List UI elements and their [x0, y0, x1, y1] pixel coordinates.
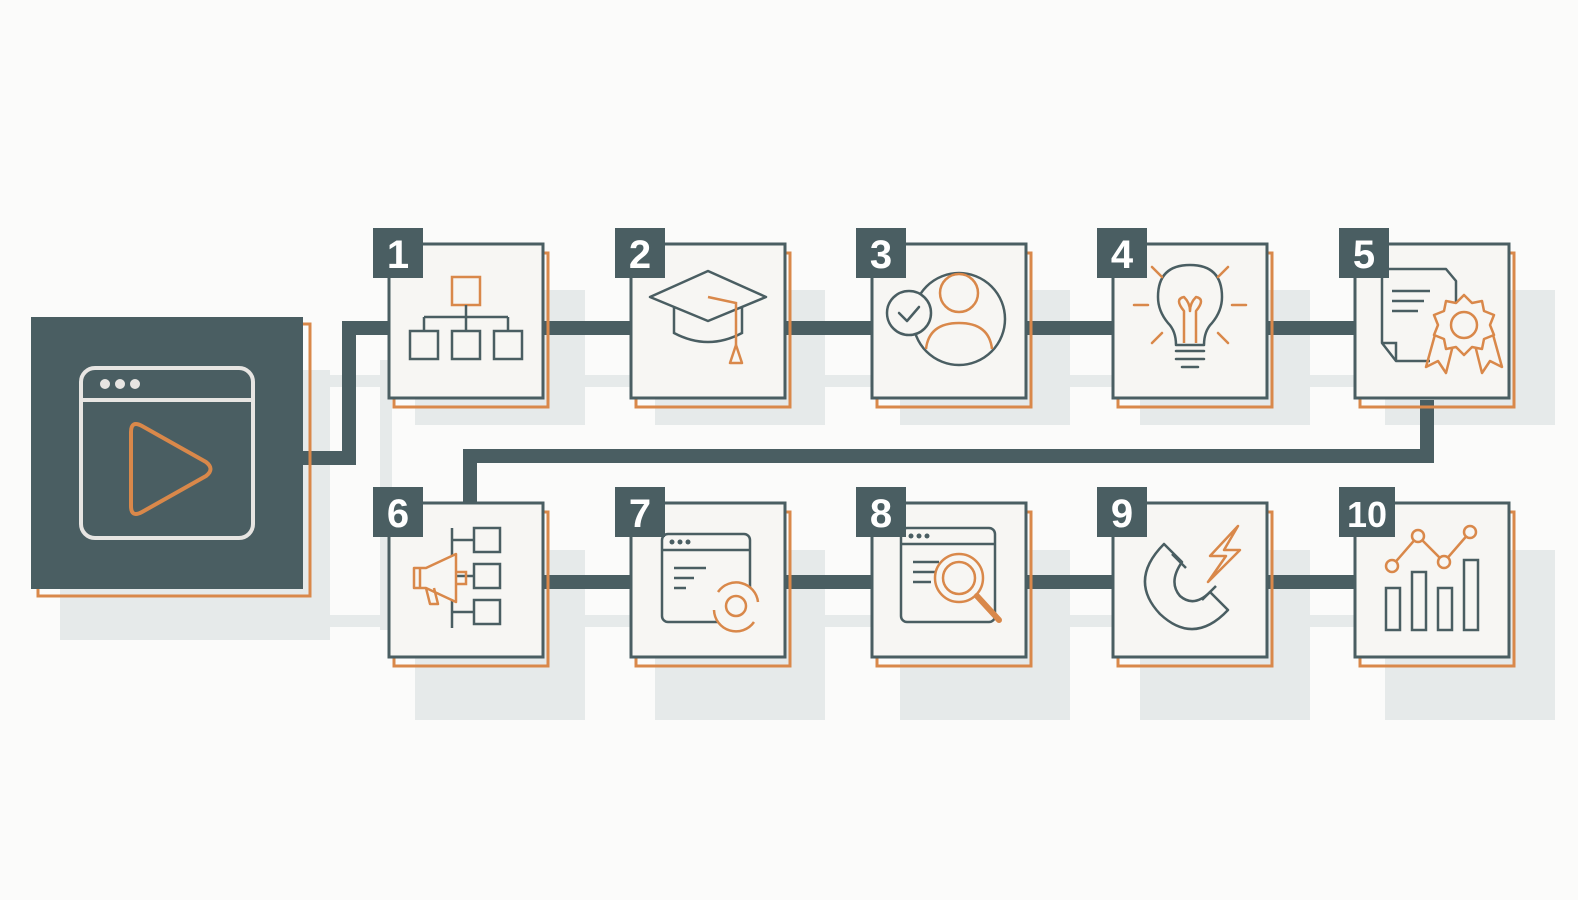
- step-number-badge: [1339, 487, 1395, 537]
- step-card-8: 8: [856, 487, 1033, 668]
- step-number: 1: [387, 233, 409, 277]
- step-card-3: 3: [856, 228, 1033, 409]
- step-card-7: 7: [615, 487, 792, 668]
- step-number: 2: [629, 233, 651, 277]
- video-player-icon: [79, 366, 255, 540]
- step-card-4: 4: [1097, 228, 1274, 409]
- step-number-badge: [615, 487, 665, 537]
- step-number: 9: [1111, 492, 1133, 536]
- step-cards: 1 2 3 4 5 6 7 8 9 10: [373, 228, 1516, 668]
- step-number: 10: [1347, 494, 1387, 535]
- step-card-10: 10: [1339, 487, 1516, 668]
- connector-5-to-6: [463, 400, 1434, 502]
- hero-video-box: [31, 317, 312, 598]
- step-number-badge: [1097, 228, 1147, 278]
- step-number-badge: [373, 487, 423, 537]
- step-number: 4: [1111, 233, 1134, 277]
- step-card-5: 5: [1339, 228, 1516, 409]
- step-number: 3: [870, 233, 892, 277]
- step-card-2: 2: [615, 228, 792, 409]
- step-number-badge: [856, 228, 906, 278]
- step-number-badge: [856, 487, 906, 537]
- step-number: 5: [1353, 233, 1375, 277]
- step-number: 7: [629, 492, 651, 536]
- step-card-6: 6: [373, 487, 550, 668]
- step-card-9: 9: [1097, 487, 1274, 668]
- step-number: 8: [870, 492, 892, 536]
- step-number-badge: [615, 228, 665, 278]
- step-number-badge: [1339, 228, 1389, 278]
- step-number-badge: [373, 228, 423, 278]
- step-number: 6: [387, 492, 409, 536]
- connector-hero-to-1: [302, 321, 390, 465]
- step-number-badge: [1097, 487, 1147, 537]
- step-card-1: 1: [373, 228, 550, 409]
